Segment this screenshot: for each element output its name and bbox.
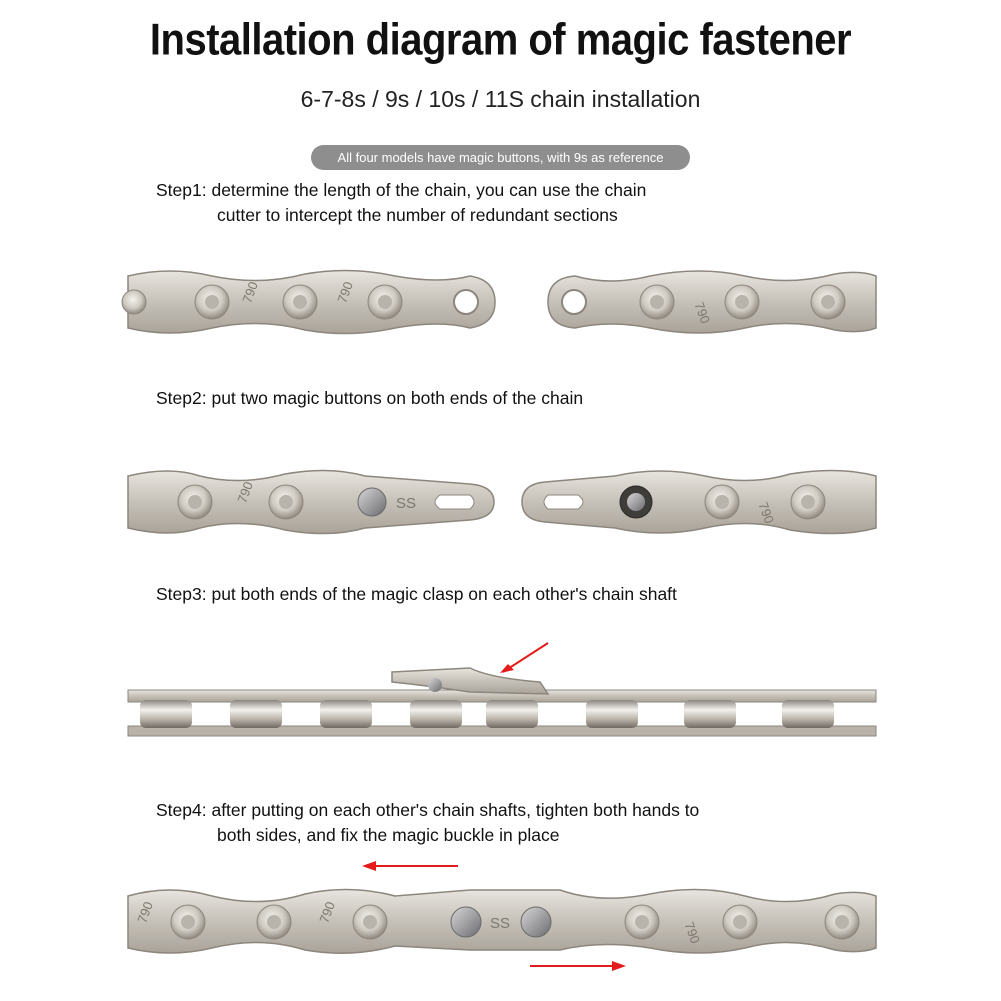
plate-marking: 790 — [134, 900, 156, 926]
step-2-chain-image: SS 790 790 — [127, 469, 877, 535]
magic-button-pin — [450, 906, 482, 938]
step-3-line-1: Step3: put both ends of the magic clasp … — [156, 584, 677, 604]
magic-clasp-plate — [391, 667, 550, 695]
step-1-line-2: cutter to intercept the number of redund… — [217, 205, 618, 225]
chain-left-segment — [121, 269, 496, 335]
step-1-line-1: Step1: determine the length of the chain… — [156, 180, 647, 200]
step-4-line-2: both sides, and fix the magic buckle in … — [217, 825, 560, 845]
chain-right-segment — [547, 270, 877, 334]
magic-button-pin — [357, 487, 387, 517]
step-2-text: Step2: put two magic buttons on both end… — [156, 386, 583, 411]
chain-rollers — [140, 700, 834, 728]
step-4-chain-image: SS 790 790 790 — [127, 861, 877, 971]
plate-marking: 790 — [334, 280, 356, 306]
plate-brand-marking: SS — [396, 495, 416, 512]
step-3-text: Step3: put both ends of the magic clasp … — [156, 582, 677, 607]
page-title: Installation diagram of magic fastener — [149, 15, 852, 65]
plate-marking: 790 — [682, 920, 704, 946]
page-subtitle: 6-7-8s / 9s / 10s / 11S chain installati… — [300, 86, 701, 112]
plate-marking: 790 — [234, 480, 256, 506]
plate-marking: 790 — [316, 900, 338, 926]
step-4-text: Step4: after putting on each other's cha… — [156, 798, 699, 848]
step-3-chain-image — [127, 642, 877, 737]
chain-left-with-magic-link: SS — [127, 469, 495, 535]
plate-marking: 790 — [692, 300, 714, 326]
reference-note-badge: All four models have magic buttons, with… — [311, 145, 690, 170]
step-1-chain-image: 790 790 790 — [121, 269, 877, 335]
chain-right-with-magic-link — [521, 469, 877, 535]
step-4-line-1: Step4: after putting on each other's cha… — [156, 800, 700, 820]
plate-brand-marking: SS — [490, 915, 510, 932]
step-2-line-1: Step2: put two magic buttons on both end… — [156, 388, 584, 408]
magic-button-pin — [520, 906, 552, 938]
plate-marking: 790 — [756, 500, 778, 526]
plate-marking: 790 — [239, 280, 261, 306]
step-1-text: Step1: determine the length of the chain… — [156, 178, 646, 228]
arrow-head-icon — [500, 664, 514, 673]
